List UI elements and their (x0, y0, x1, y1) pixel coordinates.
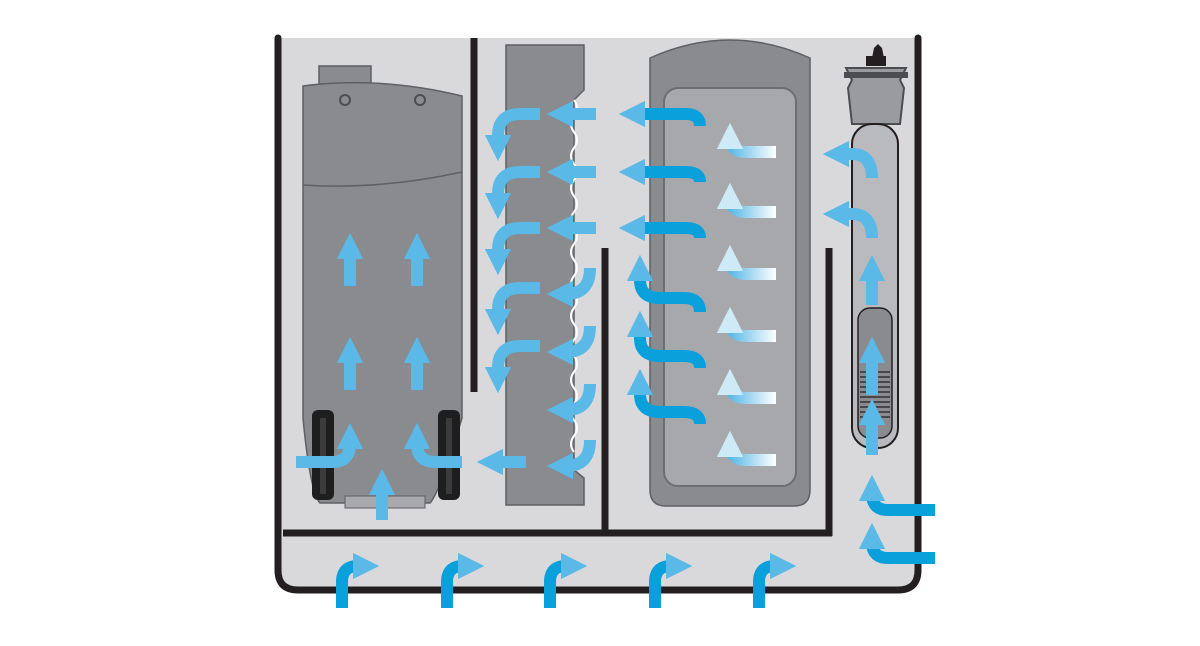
sponge-turn-arrow (546, 383, 596, 424)
sponge-down-arrow (484, 108, 540, 162)
bottom-inlet-arrow (336, 552, 380, 608)
basket-flow-arrow (716, 182, 776, 218)
basket-flow-arrow (716, 122, 776, 158)
basket-up-arrow (626, 254, 706, 313)
sponge-turn-arrow (546, 439, 596, 480)
basket-flow-arrow (716, 368, 776, 404)
pump-turn-arrow (403, 422, 462, 468)
sponge-down-arrow (484, 166, 540, 220)
sponge-down-arrow (484, 222, 540, 276)
sponge-turn-arrow (546, 325, 596, 366)
sponge-down-arrow (484, 282, 540, 336)
sponge-down-arrow (484, 340, 540, 394)
sponge-turn-arrow (546, 267, 596, 308)
basket-up-arrow (626, 310, 706, 369)
basket-out-arrow (618, 100, 706, 128)
basket-flow-arrow (716, 306, 776, 342)
heater-turn-arrow (822, 140, 878, 179)
flow-arrows (296, 100, 935, 608)
pump-turn-arrow (296, 422, 364, 468)
right-inlet-arrow (858, 474, 935, 516)
bottom-inlet-arrow (753, 552, 797, 608)
basket-out-arrow (618, 158, 706, 186)
bottom-inlet-arrow (441, 552, 485, 608)
basket-flow-arrow (716, 430, 776, 466)
bottom-inlet-arrow (649, 552, 693, 608)
heater-turn-arrow (822, 200, 878, 239)
basket-flow-arrow (716, 244, 776, 280)
tank-wall (274, 34, 922, 594)
bottom-inlet-arrow (544, 552, 588, 608)
basket-up-arrow (626, 368, 706, 425)
basket-out-arrow (618, 214, 706, 242)
right-inlet-arrow (858, 522, 935, 564)
pump-icon (302, 65, 463, 509)
